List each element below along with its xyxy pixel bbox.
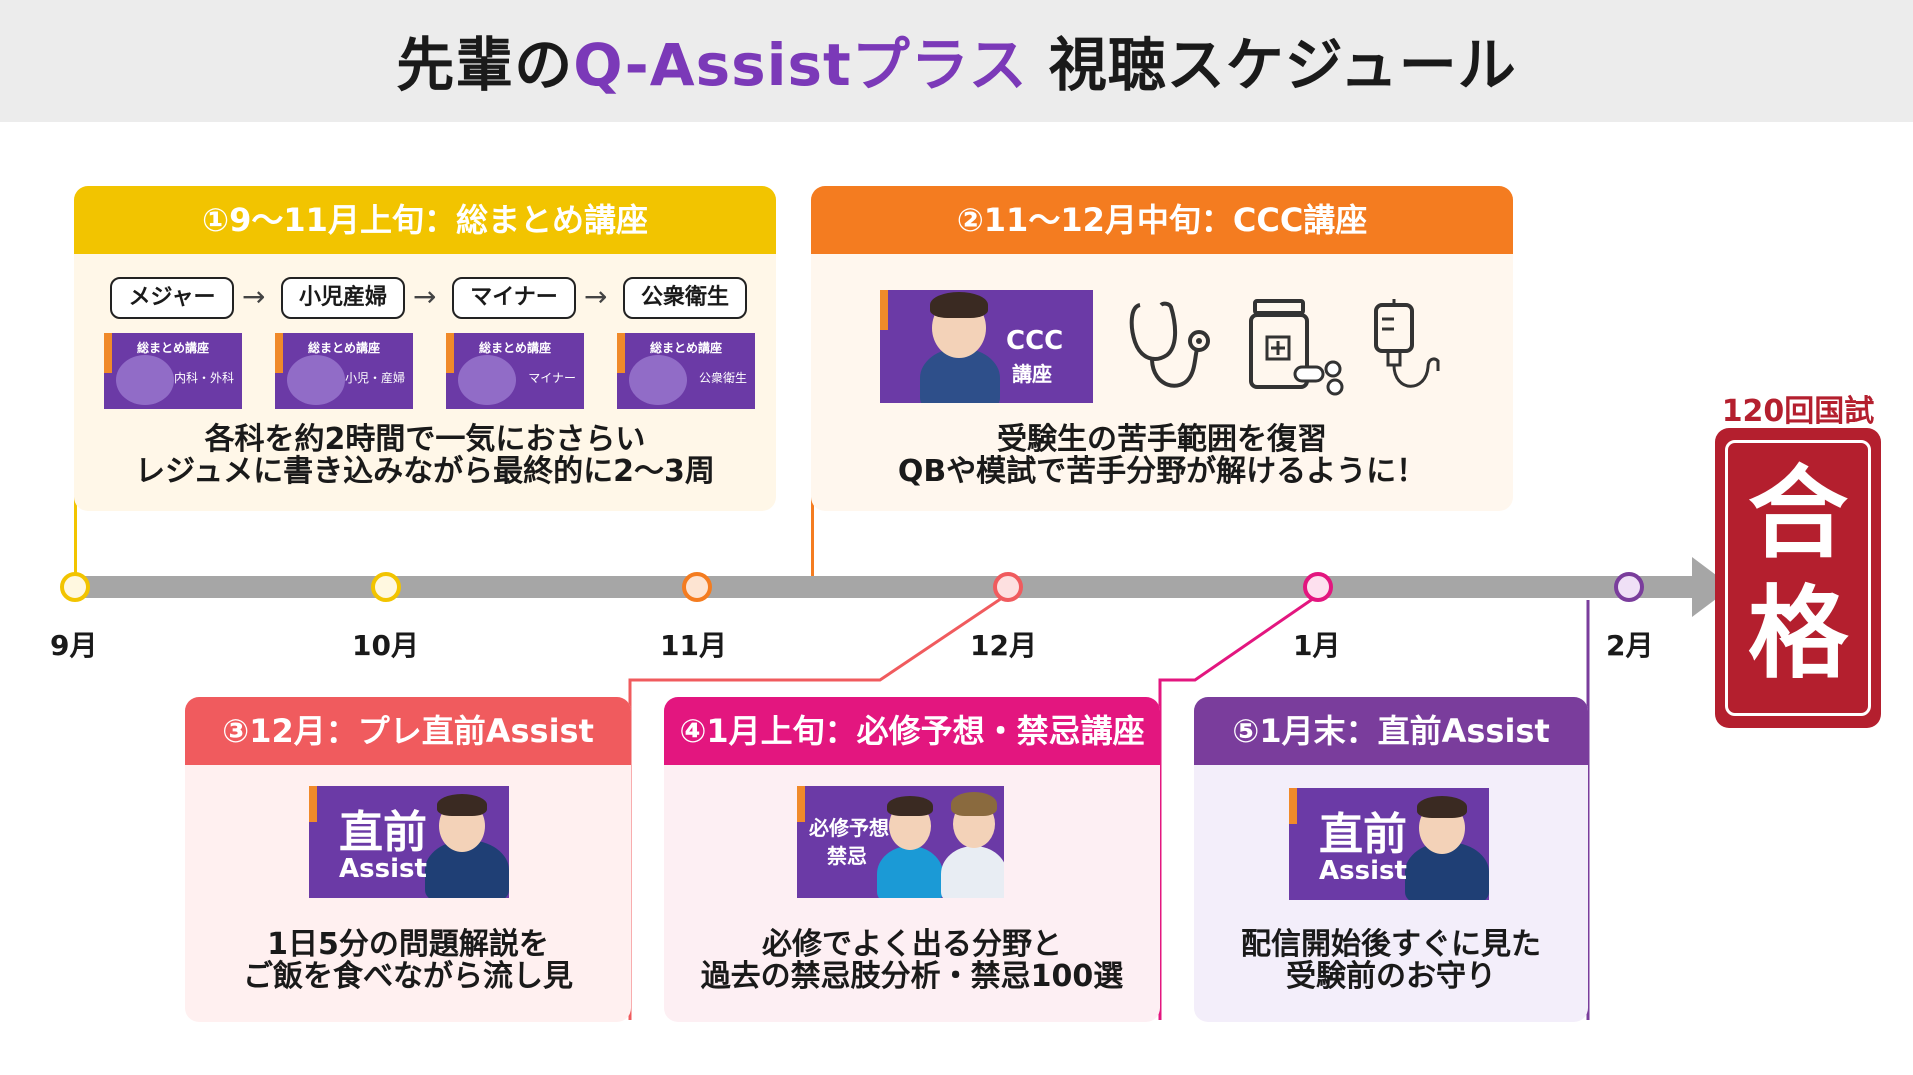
iv-drip-icon (1374, 299, 1440, 388)
arrow-icon: → (242, 280, 266, 313)
card4-description: 必修でよく出る分野と 過去の禁忌肢分析・禁忌100選 (664, 929, 1160, 993)
thumb-pediatrics: 総まとめ講座 小児・産婦 (275, 333, 413, 409)
title-pre: 先輩の (396, 31, 574, 99)
card1-desc-line2: レジュメに書き込みながら最終的に2～3周 (135, 454, 715, 489)
timeline-dot-nov (682, 572, 712, 602)
step-minor: マイナー (452, 277, 576, 319)
thumb-public-health: 総まとめ講座 公衆衛生 (617, 333, 755, 409)
thumb-title: 総まとめ講座 (136, 341, 209, 355)
month-label-oct: 10月 (352, 629, 419, 662)
ccc-thumbnail: CCC 講座 (880, 290, 1093, 403)
card3-desc-line1: 1日5分の問題解説を (267, 927, 549, 962)
card1-description: 各科を約2時間で一気におさらい レジュメに書き込みながら最終的に2～3周 (74, 424, 776, 488)
promo-subtitle: Assist (339, 854, 427, 884)
ccc-label: CCC (1006, 326, 1064, 356)
card4-desc-line1: 必修でよく出る分野と (762, 927, 1062, 962)
timeline-arrowhead (1692, 557, 1732, 617)
card2-header: ②11～12月中旬：CCC講座 (811, 186, 1513, 254)
card2-description: 受験生の苦手範囲を復習 QBや模試で苦手分野が解けるように！ (811, 424, 1513, 488)
promo-title: 必修予想 (809, 816, 889, 840)
direct-assist-thumbnail: 直前 Assist (1289, 788, 1489, 900)
globe-icon (629, 355, 687, 405)
pass-seal: 合 格 (1715, 428, 1881, 728)
connector-card2 (811, 480, 814, 580)
timeline-bar (74, 576, 1694, 598)
timeline-dot-jan (1303, 572, 1333, 602)
pre-assist-thumbnail: 直前 Assist (309, 786, 509, 898)
page-title: 先輩のQ-Assistプラス 視聴スケジュール (0, 18, 1913, 102)
stethoscope-icon (1129, 301, 1210, 388)
eye-icon (458, 355, 516, 405)
card4-desc-line2: 過去の禁忌肢分析・禁忌100選 (700, 959, 1124, 994)
timeline-dot-dec (993, 572, 1023, 602)
organ-icon (116, 355, 174, 405)
card5-description: 配信開始後すぐに見た 受験前のお守り (1194, 929, 1588, 993)
promo-title: 直前 (1319, 809, 1407, 860)
seal-char-1: 合 (1748, 454, 1848, 572)
thumb-subtitle: 公衆衛生 (698, 371, 747, 385)
card-ccc-course: ②11～12月中旬：CCC講座 受験生の苦手範囲を復習 QBや模試で苦手分野が解… (811, 186, 1513, 511)
thumb-subtitle: マイナー (528, 371, 576, 385)
month-label-nov: 11月 (660, 629, 727, 662)
month-label-dec: 12月 (970, 629, 1037, 662)
arrow-icon: → (413, 280, 437, 313)
connector-card1 (74, 480, 77, 580)
timeline-dot-sep (60, 572, 90, 602)
timeline-dot-oct (371, 572, 401, 602)
step-major: メジャー (110, 277, 234, 319)
thumb-minor: 総まとめ講座 マイナー (446, 333, 584, 409)
connector-card4 (1158, 594, 1318, 1020)
thumb-title: 総まとめ講座 (307, 341, 380, 355)
thumb-internal-surgery: 総まとめ講座 内科・外科 (104, 333, 242, 409)
title-bar (0, 0, 1913, 122)
seal-char-2: 格 (1748, 574, 1848, 692)
card2-desc-line2: QBや模試で苦手分野が解けるように！ (897, 454, 1427, 489)
card3-description: 1日5分の問題解説を ご飯を食べながら流し見 (185, 929, 631, 993)
goal-label: 120回国試 (1721, 394, 1875, 429)
card1-desc-line1: 各科を約2時間で一気におさらい (204, 422, 646, 457)
thumb-title: 総まとめ講座 (649, 341, 722, 355)
card5-desc-line1: 配信開始後すぐに見た (1241, 927, 1541, 962)
timeline-dot-feb (1614, 572, 1644, 602)
card3-desc-line2: ご飯を食べながら流し見 (243, 959, 573, 994)
card5-header: ⑤1月末：直前Assist (1194, 697, 1588, 765)
thumb-subtitle: 内科・外科 (173, 371, 234, 385)
card5-desc-line2: 受験前のお守り (1286, 959, 1496, 994)
ccc-sub-label: 講座 (1012, 362, 1052, 386)
required-taboo-thumbnail: 必修予想 禁忌 (797, 786, 1004, 898)
card1-header: ①9～11月上旬：総まとめ講座 (74, 186, 776, 254)
promo-subtitle: Assist (1319, 856, 1407, 886)
title-accent: Q-Assistプラス (573, 31, 1028, 99)
promo-subtitle: 禁忌 (827, 844, 867, 868)
thumb-title: 総まとめ講座 (478, 341, 551, 355)
step-public-health: 公衆衛生 (623, 277, 747, 319)
promo-title: 直前 (339, 807, 427, 858)
thumb-subtitle: 小児・産婦 (344, 371, 405, 385)
arrow-icon: → (584, 280, 608, 313)
card2-desc-line1: 受験生の苦手範囲を復習 (997, 422, 1327, 457)
step-pediatrics-obstetrics: 小児産婦 (281, 277, 405, 319)
month-label-sep: 9月 (50, 629, 98, 662)
title-post: 視聴スケジュール (1027, 31, 1517, 99)
month-label-jan: 1月 (1293, 629, 1341, 662)
fetus-icon (287, 355, 345, 405)
medicine-bottle-icon (1249, 299, 1344, 396)
month-label-feb: 2月 (1606, 629, 1654, 662)
card3-header: ③12月：プレ直前Assist (185, 697, 631, 765)
card4-header: ④1月上旬：必修予想・禁忌講座 (664, 697, 1160, 765)
